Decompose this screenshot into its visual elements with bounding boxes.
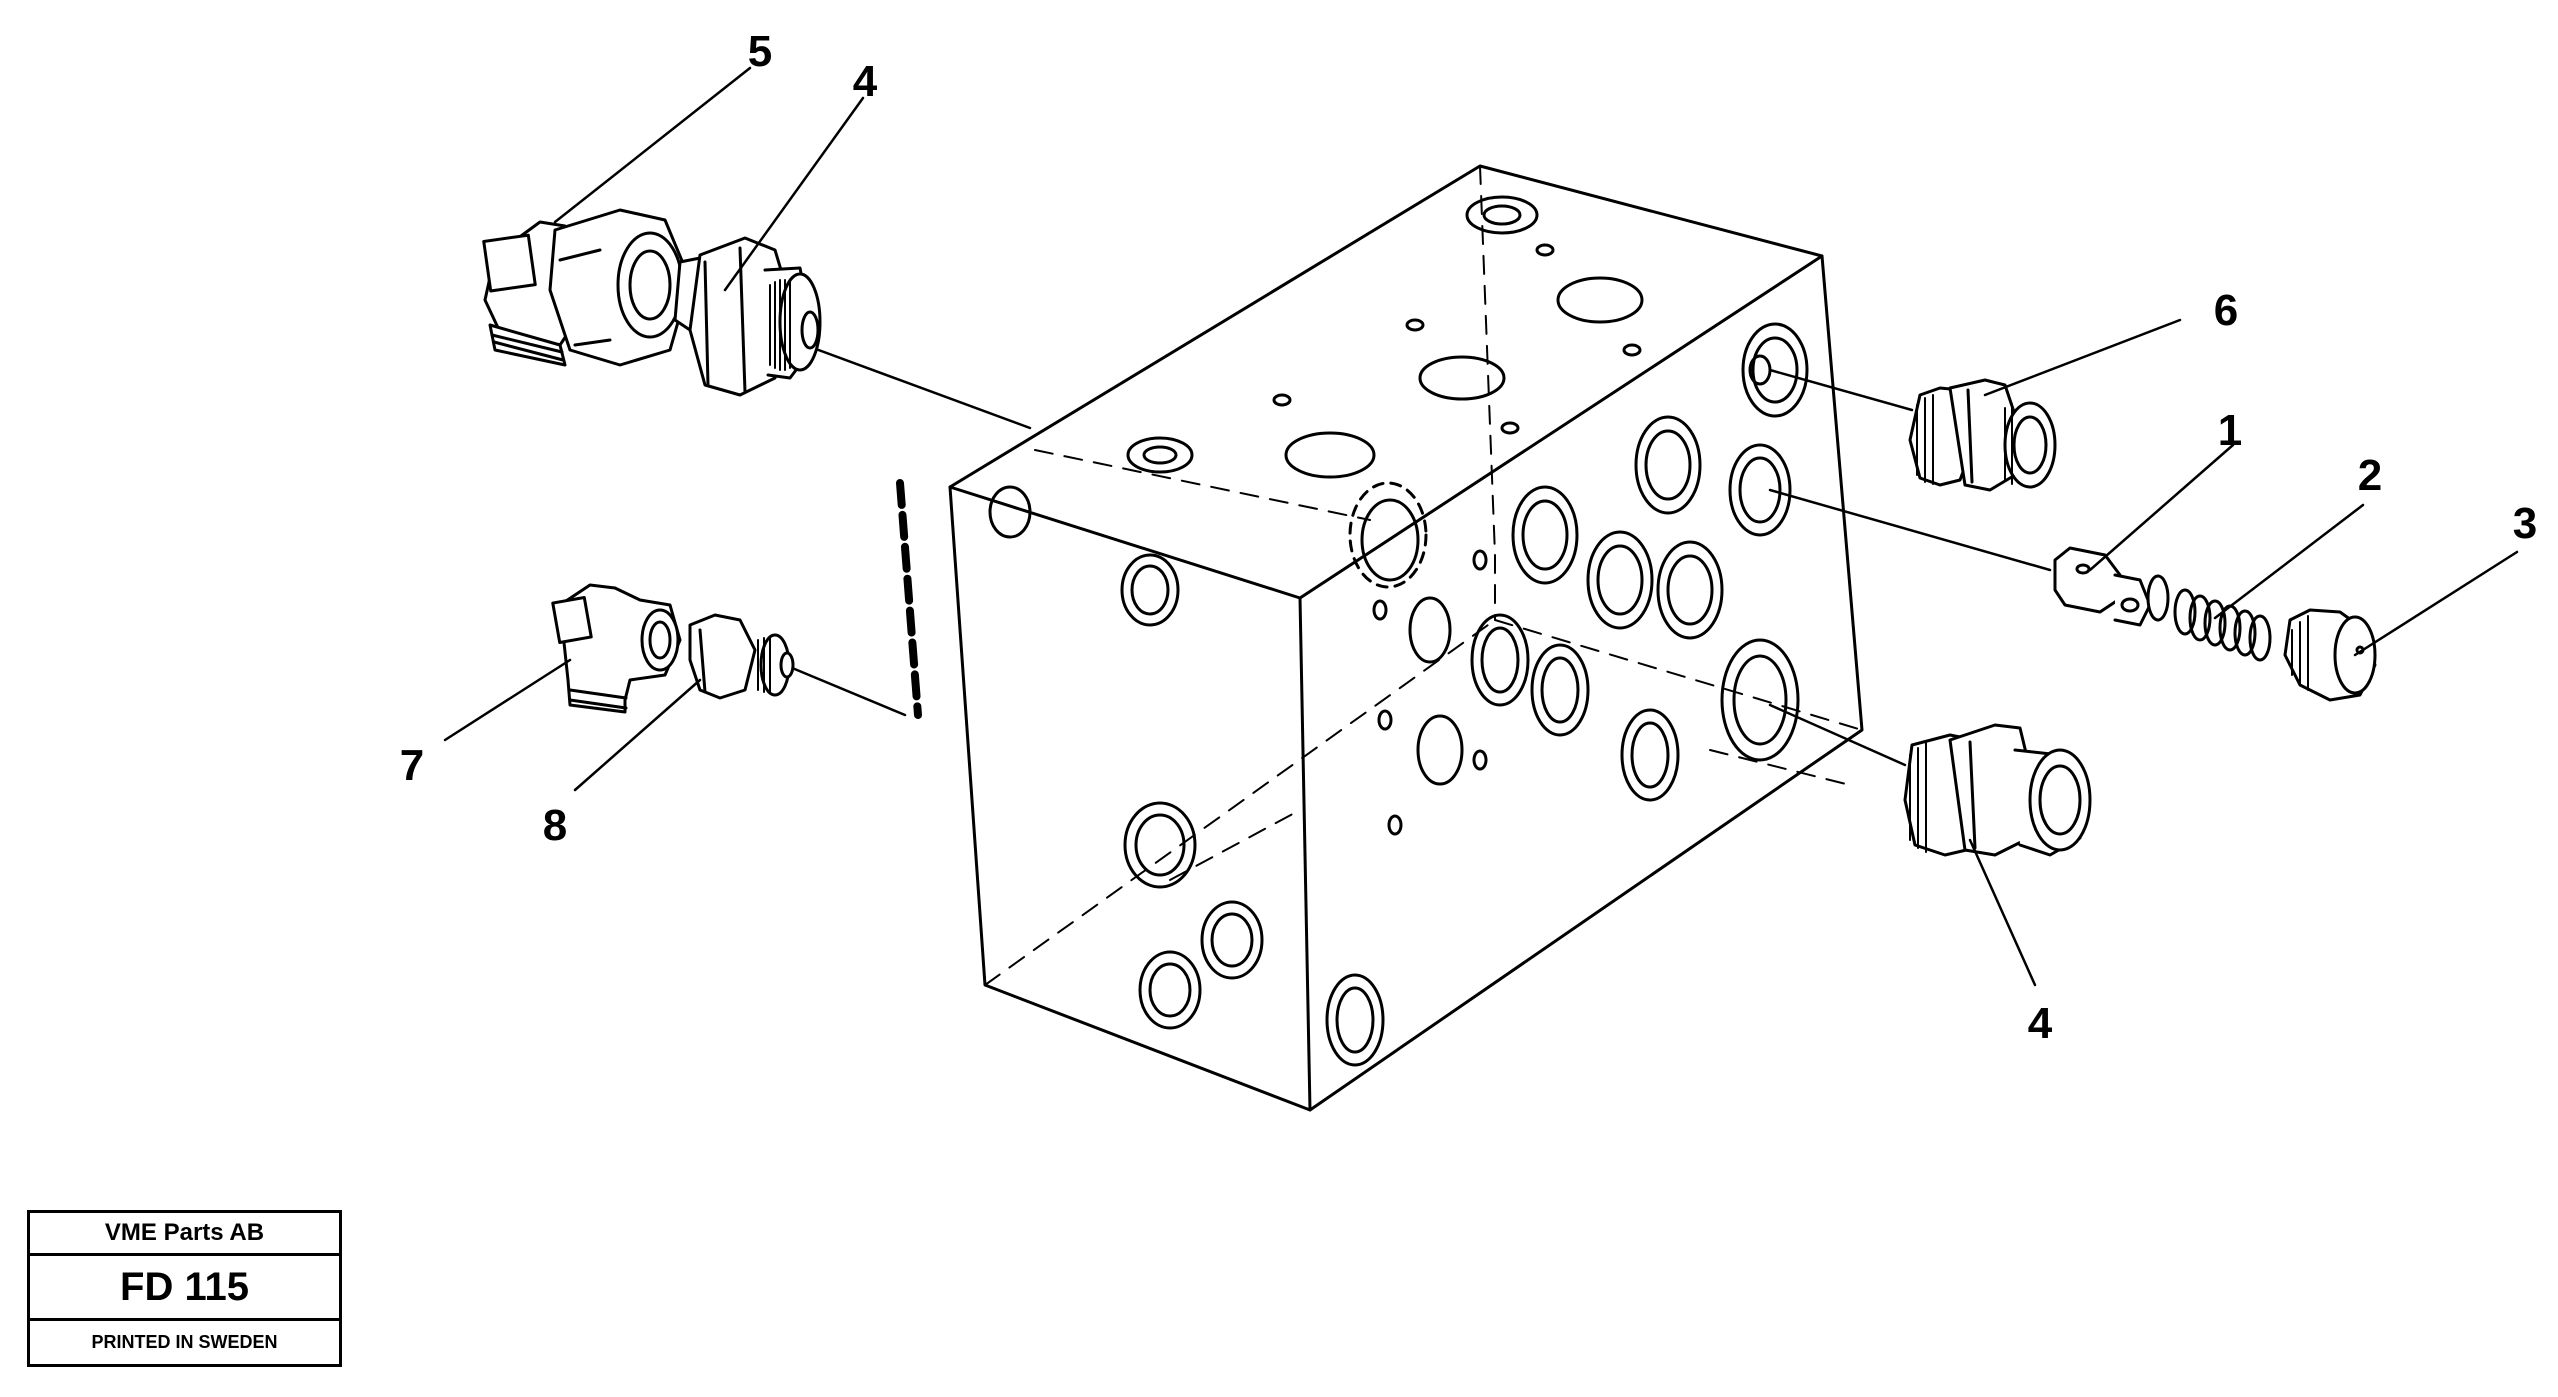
adapter-fitting-4-top	[673, 236, 822, 397]
spring-2	[2173, 588, 2272, 662]
dashed-reference-line	[896, 479, 922, 719]
callout-4-top: 4	[853, 57, 878, 106]
callout-7: 7	[400, 741, 424, 790]
small-adapter-8	[688, 613, 795, 700]
callout-3: 3	[2513, 499, 2537, 548]
valve-block	[948, 164, 1864, 1112]
adapter-fitting-4-bottom	[1903, 723, 2092, 857]
callout-6: 6	[2214, 286, 2238, 335]
company-name: VME Parts AB	[30, 1213, 339, 1256]
printed-note: PRINTED IN SWEDEN	[91, 1332, 278, 1352]
right-face-ports	[1325, 322, 1809, 1067]
title-block: VME Parts AB FD 115 PRINTED IN SWEDEN	[27, 1210, 342, 1367]
left-face-ports	[988, 485, 1264, 1030]
callout-4-bottom: 4	[2028, 999, 2053, 1048]
callout-2: 2	[2358, 451, 2382, 500]
small-elbow-fitting-7	[551, 583, 682, 714]
callout-5: 5	[748, 27, 772, 76]
top-face-ports	[1126, 195, 1644, 479]
callout-1: 1	[2218, 406, 2242, 455]
plunger-1	[2053, 546, 2170, 627]
assembly-axis-lines	[783, 343, 2052, 767]
drawing-code: FD 115	[30, 1256, 339, 1321]
adapter-fitting-6	[1908, 378, 2057, 492]
leader-lines	[443, 66, 2519, 987]
plug-3	[2283, 608, 2377, 702]
callout-8: 8	[543, 801, 567, 850]
elbow-fitting-5	[482, 208, 692, 367]
